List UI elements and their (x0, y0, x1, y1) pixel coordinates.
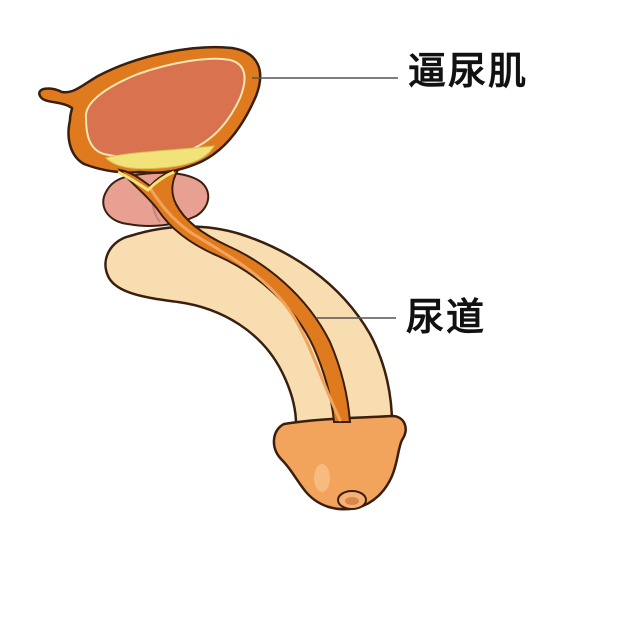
urethral-opening-inner (345, 497, 359, 505)
bladder-cavity (84, 57, 246, 160)
glans (272, 414, 407, 511)
urine-pool (105, 145, 215, 170)
urethra-channel (117, 168, 352, 423)
glans-highlight (314, 464, 330, 492)
bladder-neck (117, 170, 175, 192)
detrusor-label: 逼尿肌 (408, 49, 529, 93)
urethra-label: 尿道 (406, 295, 487, 339)
urethra-lumen (148, 186, 342, 422)
